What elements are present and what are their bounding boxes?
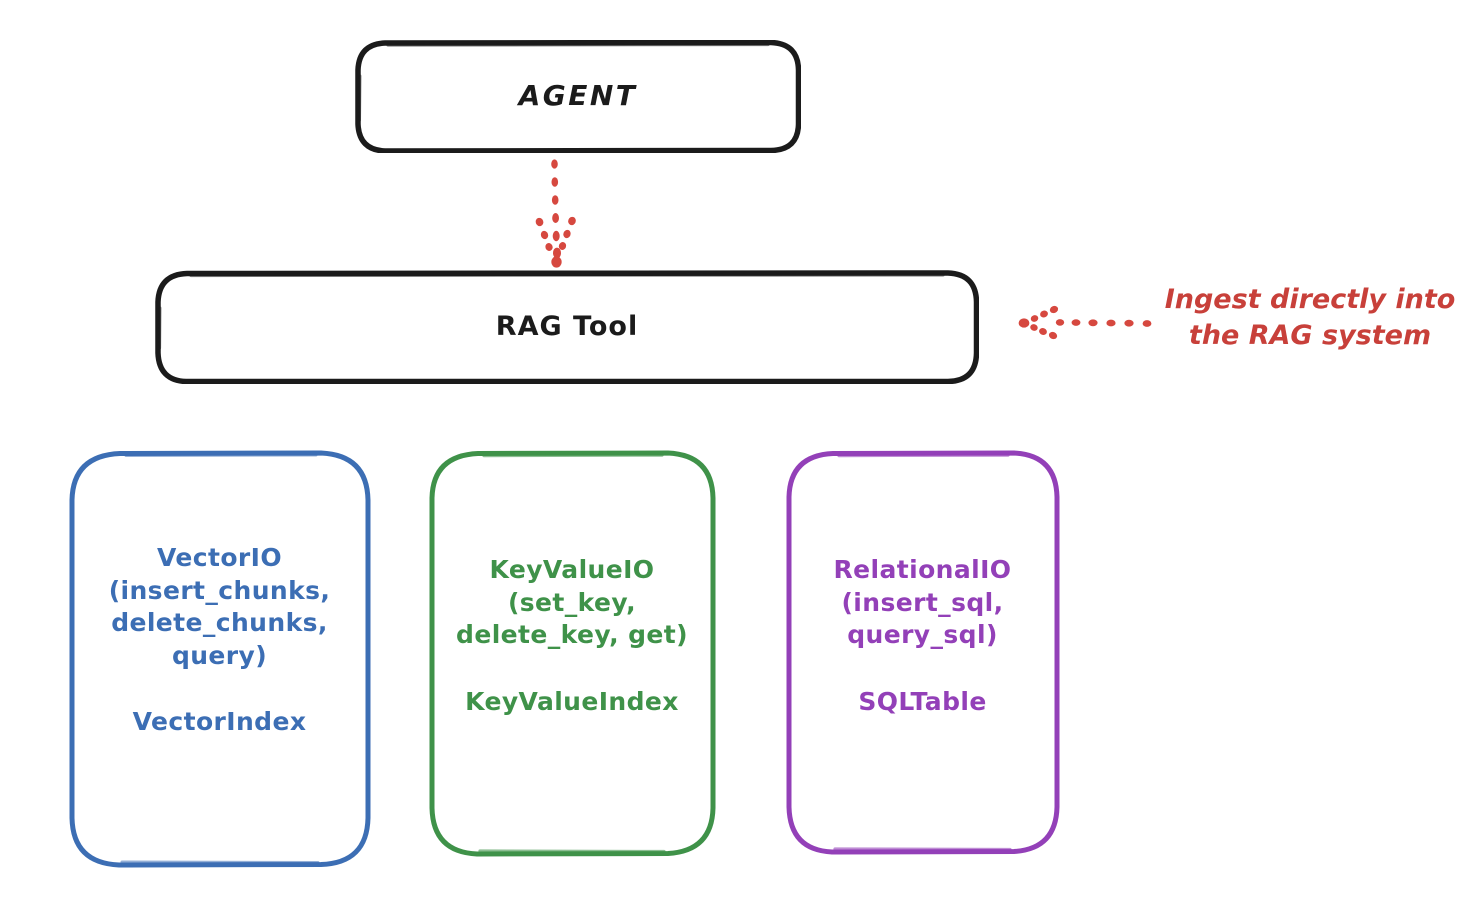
- node-rag-tool-label: RAG Tool: [495, 311, 639, 343]
- node-key-value-io-label: KeyValueIO (set_key, delete_key, get): [456, 555, 688, 649]
- node-vector-io-index-label: VectorIndex: [132, 707, 307, 736]
- node-relational-io[interactable]: RelationalIO (insert_sql, query_sql) SQL…: [785, 450, 1060, 855]
- annotation-ingest: Ingest directly into the RAG system: [1164, 284, 1456, 351]
- node-key-value-io-index-label: KeyValueIndex: [465, 686, 679, 716]
- node-relational-io-table-label: SQLTable: [858, 686, 987, 716]
- connector-ingest-to-rag-tool: [1018, 305, 1152, 340]
- key-value-io-box-outline: [429, 450, 716, 857]
- node-key-value-io[interactable]: KeyValueIO (set_key, delete_key, get) Ke…: [428, 450, 716, 857]
- node-vector-io[interactable]: VectorIO (insert_chunks, delete_chunks, …: [68, 450, 371, 868]
- node-vector-io-label: VectorIO (insert_chunks, delete_chunks, …: [108, 543, 331, 670]
- node-rag-tool[interactable]: RAG Tool: [155, 270, 979, 384]
- node-relational-io-label: RelationalIO (insert_sql, query_sql): [833, 555, 1012, 649]
- connector-agent-to-rag-tool: [535, 159, 576, 268]
- node-agent-label: AGENT: [518, 79, 638, 113]
- node-agent[interactable]: AGENT: [355, 40, 801, 153]
- relational-io-box-outline: [786, 450, 1060, 855]
